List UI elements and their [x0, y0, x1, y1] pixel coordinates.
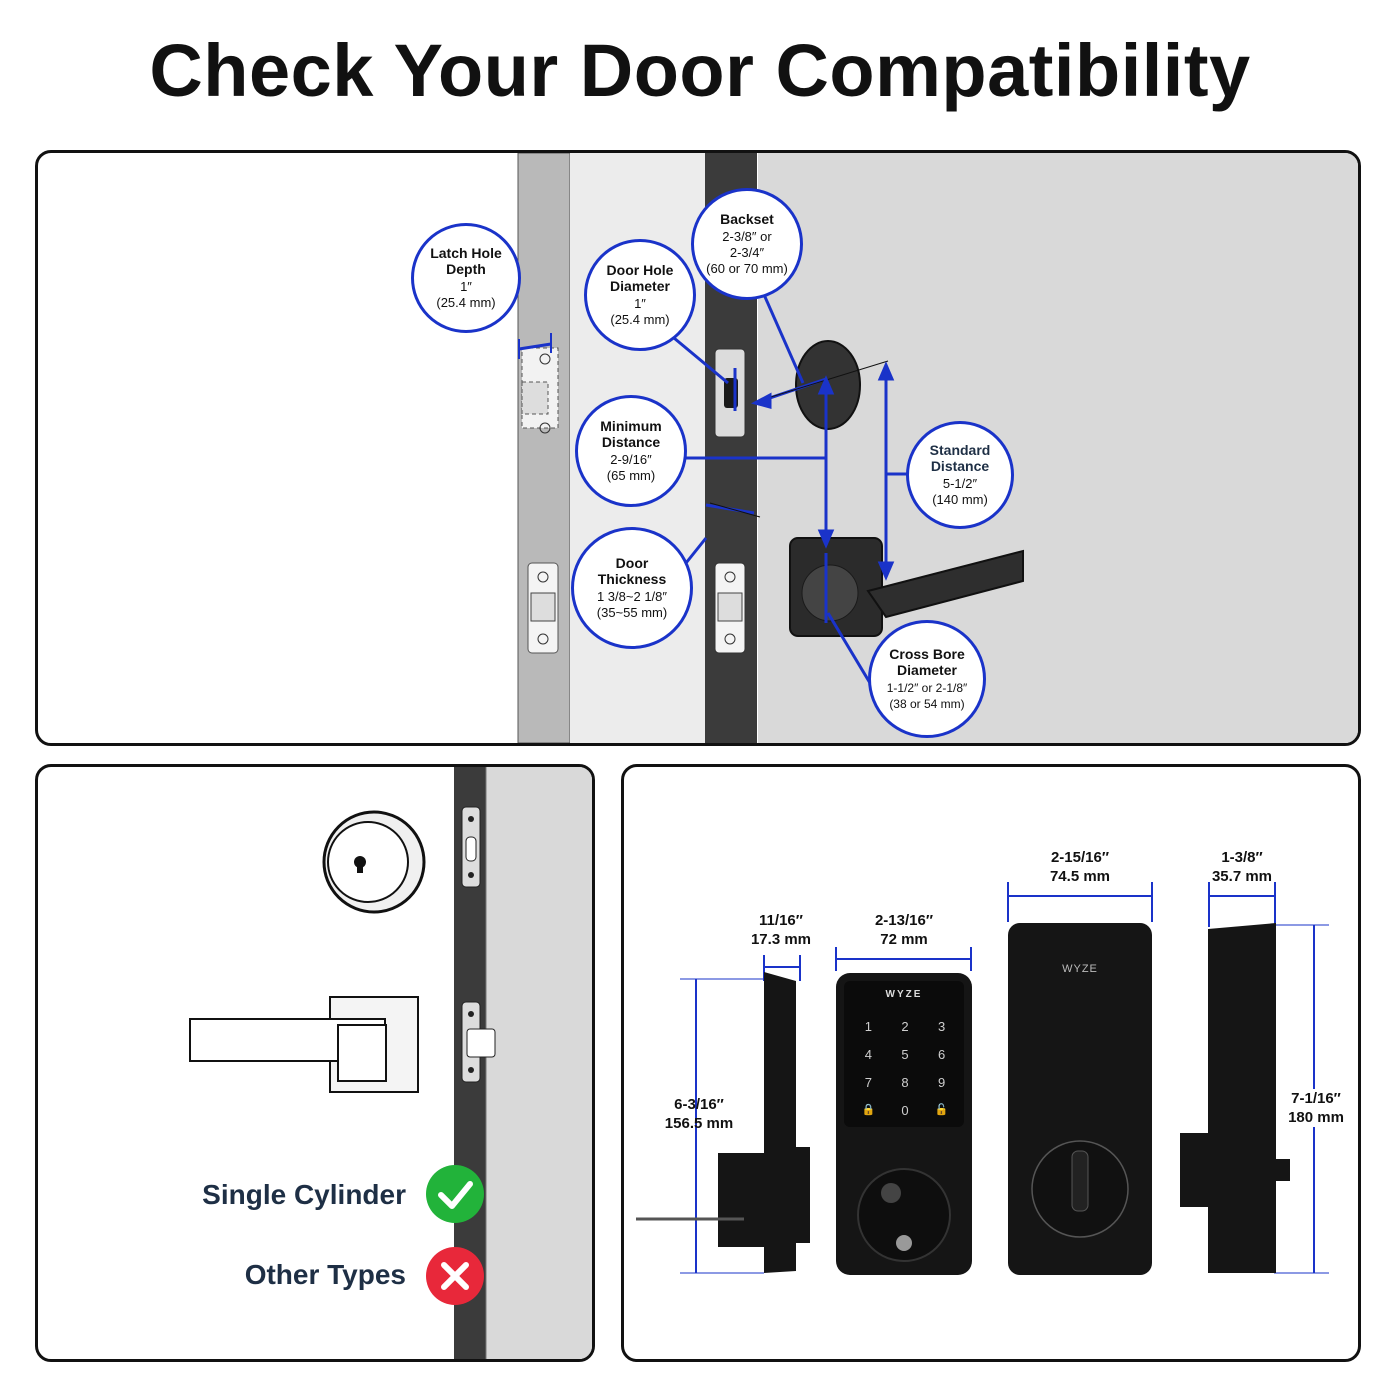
lock-type-illustration [189, 767, 592, 1359]
keypad-key[interactable]: 4 [864, 1047, 872, 1062]
door-thickness-callout: Door Thickness 1 3/8~2 1/8″ (35~55 mm) [571, 527, 693, 649]
keypad-key[interactable]: 0 [901, 1103, 909, 1118]
latch-hole-depth-illustration [518, 333, 559, 434]
standard-distance-callout: Standard Distance 5-1/2″ (140 mm) [906, 421, 1014, 529]
cross-bore-diameter-callout: Cross Bore Diameter 1-1/2″ or 2-1/8″ (38… [868, 620, 986, 738]
keypad-key[interactable]: 7 [864, 1075, 872, 1090]
keypad-key[interactable]: 9 [938, 1075, 946, 1090]
deadbolt-illustration [322, 810, 426, 914]
keypad-key[interactable]: 8 [901, 1075, 909, 1090]
keypad-key[interactable]: 6 [938, 1047, 946, 1062]
unlock-key-icon[interactable]: 🔓 [934, 1104, 949, 1116]
lock-type-panel: Single Cylinder Other Types [35, 764, 595, 1362]
cross-icon [426, 1247, 484, 1305]
door-measurements-panel: Latch Hole Depth 1″ (25.4 mm) Backset 2-… [35, 150, 1361, 746]
backset-callout: Backset 2-3/8″ or 2-3/4″ (60 or 70 mm) [691, 188, 803, 300]
single-cylinder-label: Single Cylinder [202, 1179, 406, 1210]
keypad-key[interactable]: 2 [901, 1019, 909, 1034]
back-width-label: 2-15/16″ 74.5 mm [1049, 849, 1111, 885]
back-side-depth-label: 1-3/8″ 35.7 mm [1211, 849, 1273, 885]
keypad-key[interactable]: 3 [938, 1019, 946, 1034]
minimum-distance-callout: Minimum Distance 2-9/16″ (65 mm) [575, 395, 687, 507]
back-brand-logo: WYZE [1062, 963, 1098, 975]
front-width-label: 2-13/16″ 72 mm [874, 912, 934, 948]
keypad-brand-logo: WYZE [885, 989, 923, 1000]
lock-key-icon[interactable]: 🔒 [861, 1104, 876, 1116]
keypad-grid: 1 2 3 4 5 6 7 8 9 🔒 0 🔓 [850, 1019, 960, 1118]
check-icon [426, 1165, 484, 1223]
keypad-key[interactable]: 5 [901, 1047, 909, 1062]
back-side-height-label: 7-1/16″ 180 mm [1276, 1089, 1356, 1127]
side-height-label: 6-3/16″ 156.5 mm [664, 1096, 734, 1132]
door-diagram [517, 153, 1358, 743]
side-depth-label: 11/16″ 17.3 mm [750, 912, 812, 948]
page-title: Check Your Door Compatibility [149, 29, 1251, 112]
door-hole-diameter-callout: Door Hole Diameter 1″ (25.4 mm) [584, 239, 696, 351]
lock-dimensions-panel: WYZE 1 2 3 4 5 6 7 8 9 🔒 0 🔓 WYZE 11/16″… [621, 764, 1361, 1362]
other-types-label: Other Types [244, 1259, 406, 1290]
lock-dimensions-diagram [636, 882, 1329, 1275]
keypad-key[interactable]: 1 [864, 1019, 872, 1034]
latch-hole-depth-callout: Latch Hole Depth 1″ (25.4 mm) [411, 223, 521, 333]
lever-handle-illustration [189, 996, 419, 1093]
